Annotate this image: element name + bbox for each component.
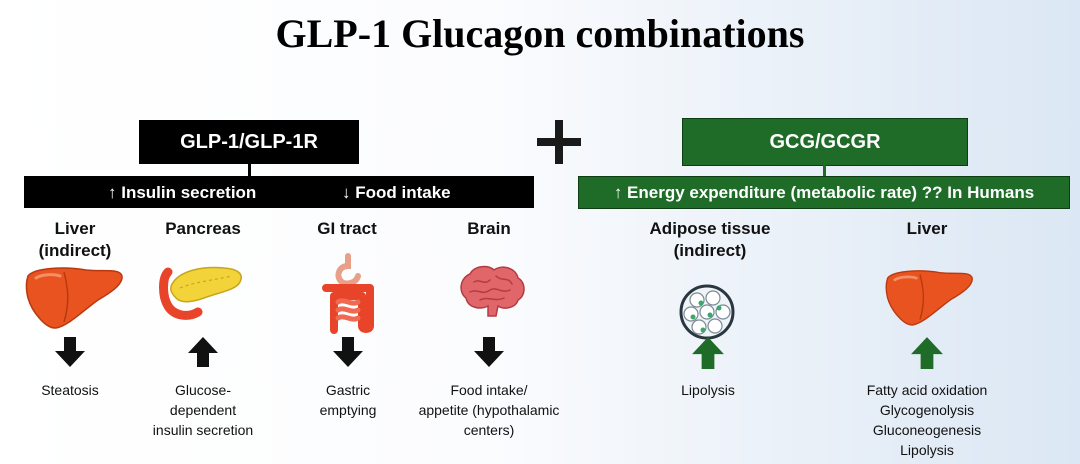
- effect-caption-liver-metabolism: Fatty acid oxidation Glycogenolysis Gluc…: [866, 382, 988, 458]
- glp1-receptor-box: GLP-1/GLP-1R: [139, 120, 359, 164]
- effect-caption-food-intake: Food intake/ appetite (hypothalamic cent…: [418, 382, 560, 438]
- organ-heading-brain: Brain: [467, 219, 511, 238]
- organ-heading-pancreas: Pancreas: [165, 219, 241, 238]
- plus-icon: [537, 120, 581, 164]
- glp1-connector: [248, 164, 251, 176]
- arrow-down-icon: [55, 337, 85, 367]
- gi-tract-icon: [322, 253, 374, 334]
- arrow-up-icon: [911, 337, 943, 369]
- insulin-secretion-label: ↑ Insulin secretion: [108, 183, 257, 202]
- effect-caption-steatosis: Steatosis: [41, 382, 99, 398]
- effect-caption-insulin: Glucose- dependent insulin secretion: [152, 382, 254, 438]
- effect-caption-lipolysis: Lipolysis: [681, 382, 735, 398]
- liver-icon: [25, 267, 123, 329]
- arrow-down-icon: [333, 337, 363, 367]
- arrow-up-icon: [188, 337, 218, 367]
- liver-icon: [885, 270, 973, 326]
- glp1-receptor-label: GLP-1/GLP-1R: [180, 130, 318, 153]
- page-title: GLP-1 Glucagon combinations: [275, 11, 805, 56]
- adipose-tissue-icon: [679, 284, 735, 340]
- effect-caption-gastric: Gastric emptying: [319, 382, 377, 418]
- food-intake-label: ↓ Food intake: [342, 183, 451, 202]
- organ-heading-liver-indirect: Liver (indirect): [38, 219, 112, 260]
- glp1-effect-bar: ↑ Insulin secretion ↓ Food intake: [24, 176, 534, 208]
- gcg-receptor-box: GCG/GCGR: [682, 118, 968, 166]
- brain-icon: [460, 265, 525, 317]
- arrow-down-icon: [474, 337, 504, 367]
- gcg-receptor-label: GCG/GCGR: [769, 130, 881, 153]
- organ-heading-liver: Liver: [906, 219, 948, 238]
- organ-heading-gi-tract: GI tract: [317, 219, 377, 238]
- pancreas-icon: [159, 266, 242, 320]
- energy-expenditure-label: ↑ Energy expenditure (metabolic rate) ??…: [613, 182, 1035, 202]
- gcg-connector: [823, 164, 826, 176]
- gcg-effect-bar: ↑ Energy expenditure (metabolic rate) ??…: [578, 176, 1070, 209]
- organ-heading-adipose: Adipose tissue (indirect): [649, 219, 771, 260]
- arrow-up-icon: [692, 337, 724, 369]
